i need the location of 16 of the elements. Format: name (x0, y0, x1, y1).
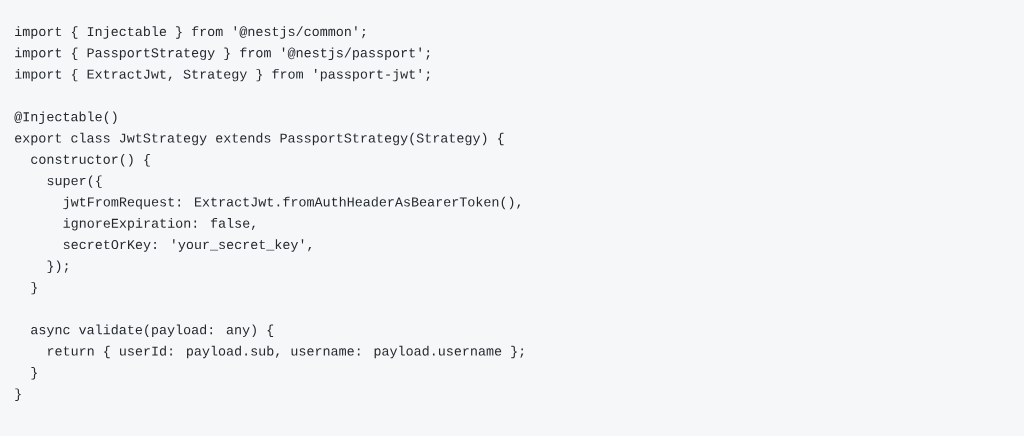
code-line: } (31, 367, 37, 380)
code-line: super({ (47, 175, 102, 188)
code-line: ignoreExpiration: false, (63, 218, 255, 231)
code-line: import { PassportStrategy } from '@nestjs/passport'; (15, 47, 430, 61)
code-line: } (15, 388, 21, 401)
code-line: import { ExtractJwt, Strategy } from 'passport-jwt'; (15, 68, 430, 82)
code-line: return { userId: payload.sub, username: payload.username }; (48, 345, 524, 359)
code-line: constructor() { (31, 154, 150, 167)
code-line: }); (47, 260, 68, 274)
code-line: export class JwtStrategy extends PassportStrategy(Strategy) { (15, 132, 504, 146)
code-line: } (31, 281, 37, 295)
code-line: jwtFromRequest: ExtractJwt.fromAuthHeaderAsBearerToken(), (63, 196, 521, 210)
code-line: @Injectable() (14, 111, 117, 124)
code-line: import { Injectable } from '@nestjs/common'; (15, 26, 366, 39)
code-line: secretOrKey: 'your_secret_key', (63, 239, 312, 252)
code-line: async validate(payload: any) { (31, 324, 274, 337)
